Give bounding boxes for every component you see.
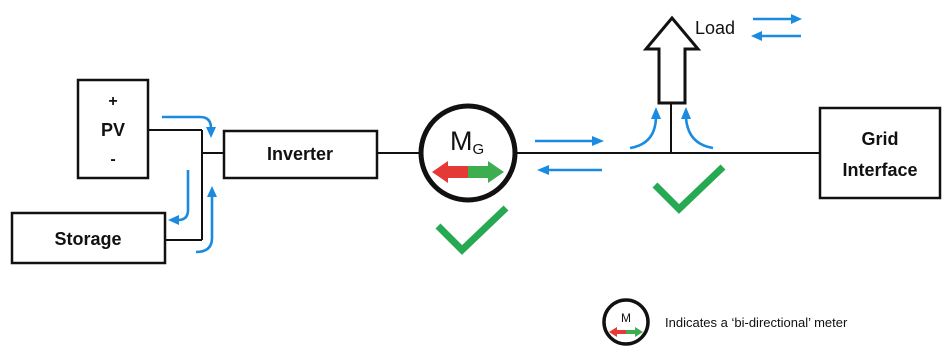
load-block: Load (642, 15, 735, 105)
legend-green-arrow-icon (626, 327, 643, 337)
pv-minus-label: - (110, 151, 115, 168)
inverter-box (222, 129, 379, 180)
pv-box (76, 78, 150, 180)
inverter-label: Inverter (267, 144, 333, 164)
grid-bidirectional-arrows-icon (535, 136, 604, 175)
load-bidirectional-arrows-icon (751, 14, 802, 41)
grid-interface-line1: Grid (861, 129, 898, 149)
storage-block: Storage (10, 211, 167, 265)
storage-box (10, 211, 167, 265)
load-arrow-icon (642, 15, 702, 105)
storage-charge-arrow-icon (168, 170, 190, 225)
storage-label: Storage (54, 229, 121, 249)
legend-text: Indicates a ‘bi-directional’ meter (665, 315, 848, 330)
pv-flow-arrow-icon (162, 115, 216, 138)
load-check-icon (652, 164, 726, 214)
grid-meter: MG (418, 103, 518, 203)
pv-plus-label: + (108, 93, 117, 110)
pv-label: PV (101, 120, 125, 140)
meter-subscript: G (473, 141, 485, 158)
storage-discharge-arrow-icon (195, 186, 217, 254)
inverter-block: Inverter (222, 129, 379, 180)
grid-interface-block: Grid Interface (818, 106, 942, 200)
legend-red-arrow-icon (609, 327, 626, 337)
meter-green-arrow-icon (468, 161, 504, 183)
load-label: Load (695, 18, 735, 38)
legend: M Indicates a ‘bi-directional’ meter (602, 298, 848, 346)
meter-red-arrow-icon (432, 161, 468, 183)
load-feed-arrows-icon (629, 107, 714, 150)
pv-block: + PV - (76, 78, 150, 180)
meter-check-icon (435, 205, 509, 255)
grid-interface-line2: Interface (842, 160, 917, 180)
legend-meter-letter: M (621, 311, 631, 325)
grid-interface-box (818, 106, 942, 200)
meter-letter: MG (450, 126, 484, 158)
